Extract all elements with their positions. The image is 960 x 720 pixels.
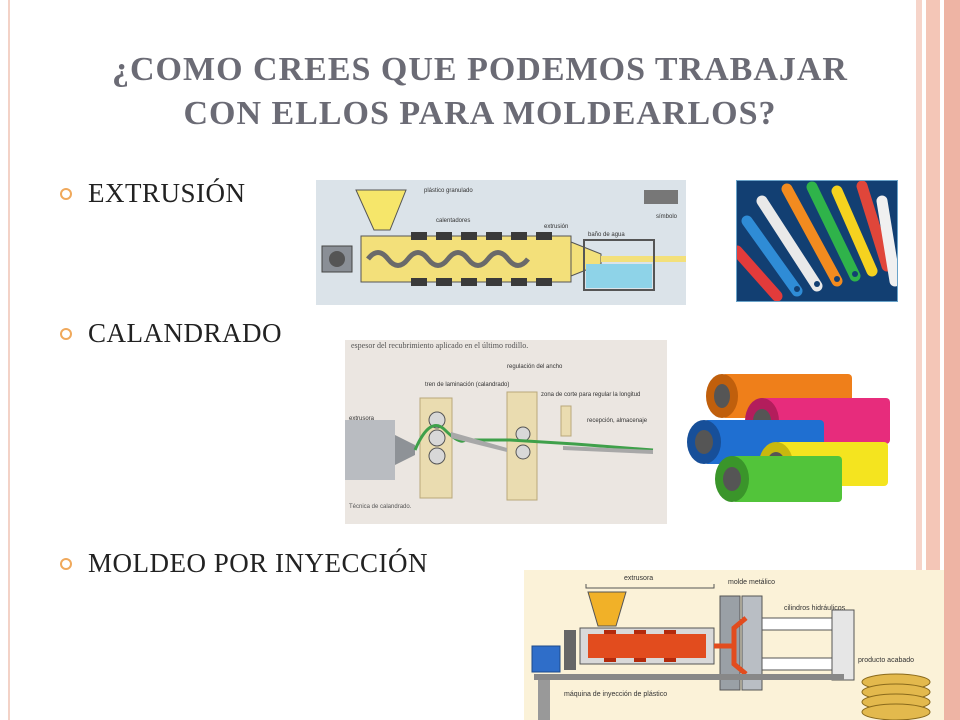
label-tecnica: Técnica de calandrado. xyxy=(349,504,412,510)
bullet-calendering: CALANDRADO xyxy=(60,318,282,349)
label-calentadores: calentadores xyxy=(436,218,470,224)
label-header: espesor del recubrimiento aplicado en el… xyxy=(351,341,528,350)
bullet-label: EXTRUSIÓN xyxy=(88,178,246,208)
bullet-injection: MOLDEO POR INYECCIÓN xyxy=(60,548,428,579)
title-line-2: CON ELLOS PARA MOLDEARLOS? xyxy=(183,95,777,132)
label-cilindros-hidraulicos: cilindros hidráulicos xyxy=(784,605,846,612)
bullet-circle-icon xyxy=(60,327,72,340)
injection-molding-diagram: extrusora molde metálico cilindros hidrá… xyxy=(524,570,944,720)
label-maquina-inyeccion: máquina de inyección de plástico xyxy=(564,691,667,698)
left-border-line xyxy=(8,0,10,720)
label-tren-laminacion: tren de laminación (calandrado) xyxy=(425,382,509,388)
label-simbolo: símbolo xyxy=(656,214,678,220)
bullet-extrusion: EXTRUSIÓN xyxy=(60,178,246,209)
label-molde-metalico: molde metálico xyxy=(728,579,775,586)
slide-title: ¿COMO CREES QUE PODEMOS TRABAJAR CON ELL… xyxy=(40,48,920,136)
extruded-profiles-photo xyxy=(736,180,898,302)
right-border-decoration xyxy=(916,0,960,720)
label-extrusion: extrusión xyxy=(544,224,568,230)
bullet-circle-icon xyxy=(60,187,72,200)
label-bano-de-agua: baño de agua xyxy=(588,232,625,238)
label-plastico-granulado: plástico granulado xyxy=(424,188,473,194)
bullet-label: CALANDRADO xyxy=(88,318,282,348)
extrusion-diagram: símbolo plástico granulado calentadores … xyxy=(316,180,686,305)
label-recepcion: recepción, almacenaje xyxy=(587,418,648,424)
label-regulacion-ancho: regulación del ancho xyxy=(507,364,563,370)
title-line-1: ¿COMO CREES QUE PODEMOS TRABAJAR xyxy=(112,51,848,88)
label-extrusora: extrusora xyxy=(349,416,375,422)
label-zona-corte: zona de corte para regular la longitud xyxy=(541,392,640,398)
plastic-rolls-photo xyxy=(682,370,892,506)
calendering-diagram: espesor del recubrimiento aplicado en el… xyxy=(345,340,667,524)
bullet-label: MOLDEO POR INYECCIÓN xyxy=(88,548,428,578)
bullet-circle-icon xyxy=(60,557,72,570)
label-producto-acabado: producto acabado xyxy=(858,657,914,664)
label-extrusora: extrusora xyxy=(624,575,653,582)
